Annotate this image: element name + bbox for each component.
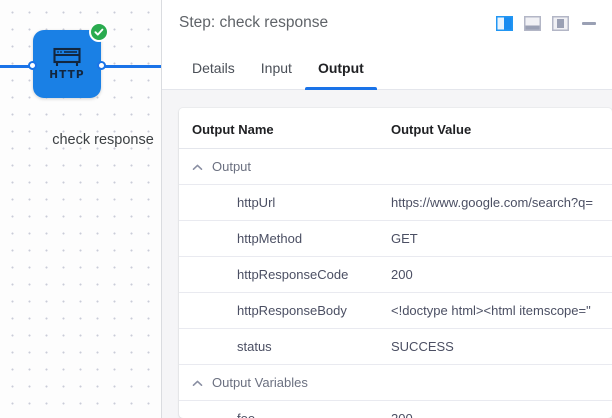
output-name: httpResponseCode [237,267,349,282]
node-body[interactable]: HTTP [28,22,109,98]
chevron-up-icon[interactable] [192,377,203,388]
node-output-port[interactable] [97,61,106,70]
workflow-canvas[interactable]: HTTP check response [0,0,161,418]
table-row: httpResponseCode 200 [179,256,612,293]
layout-bottom-panel-icon[interactable] [522,14,542,32]
chevron-up-icon[interactable] [192,161,203,172]
panel-header-actions [494,14,600,32]
table-row: status SUCCESS [179,328,612,365]
table-group-row[interactable]: Output Variables [179,364,612,401]
tab-details[interactable]: Details [192,59,235,76]
output-name: foo [192,411,255,418]
check-circle-icon [89,22,109,42]
panel-header: Step: check response [162,0,612,46]
output-name: httpResponseBody [237,303,347,318]
table-row: foo 200 [179,401,612,418]
output-value: 200 [391,411,612,418]
panel-tabs: Details Input Output [162,46,612,90]
http-browser-icon [52,47,82,69]
output-value: <!doctype html><html itemscope=" [391,303,591,318]
layout-center-panel-icon[interactable] [550,14,570,32]
workflow-node-check-response[interactable]: HTTP check response [28,22,154,148]
output-value: SUCCESS [391,339,454,354]
tab-input[interactable]: Input [260,59,292,76]
node-icon-label: HTTP [49,69,85,82]
output-name: httpUrl [237,195,276,210]
output-value: 200 [391,267,413,282]
group-label: Output [212,159,252,174]
step-details-panel: Step: check response [161,0,612,418]
table-header-row: Output Name Output Value [179,108,612,149]
table-row: httpMethod GET [179,220,612,257]
table-row: httpUrl https://www.google.com/search?q= [179,184,612,221]
panel-body: Output Name Output Value [162,90,612,418]
output-table: Output Name Output Value [179,108,612,418]
output-table-card: Output Name Output Value [179,108,612,418]
panel-title: Step: check response [179,14,329,31]
output-name: status [237,339,272,354]
table-group-row[interactable]: Output [179,148,612,185]
output-name: httpMethod [237,231,303,246]
layout-split-right-icon[interactable] [494,14,514,32]
minimize-icon[interactable] [578,14,600,32]
group-label: Output Variables [212,375,308,390]
output-value: https://www.google.com/search?q= [391,195,593,210]
table-row: httpResponseBody <!doctype html><html it… [179,292,612,329]
output-value: GET [391,231,418,246]
node-label: check response [52,132,154,148]
column-header-output-name: Output Name [179,108,391,149]
tab-output[interactable]: Output [304,46,377,90]
node-input-port[interactable] [28,61,37,70]
column-header-output-value: Output Value [391,108,612,149]
